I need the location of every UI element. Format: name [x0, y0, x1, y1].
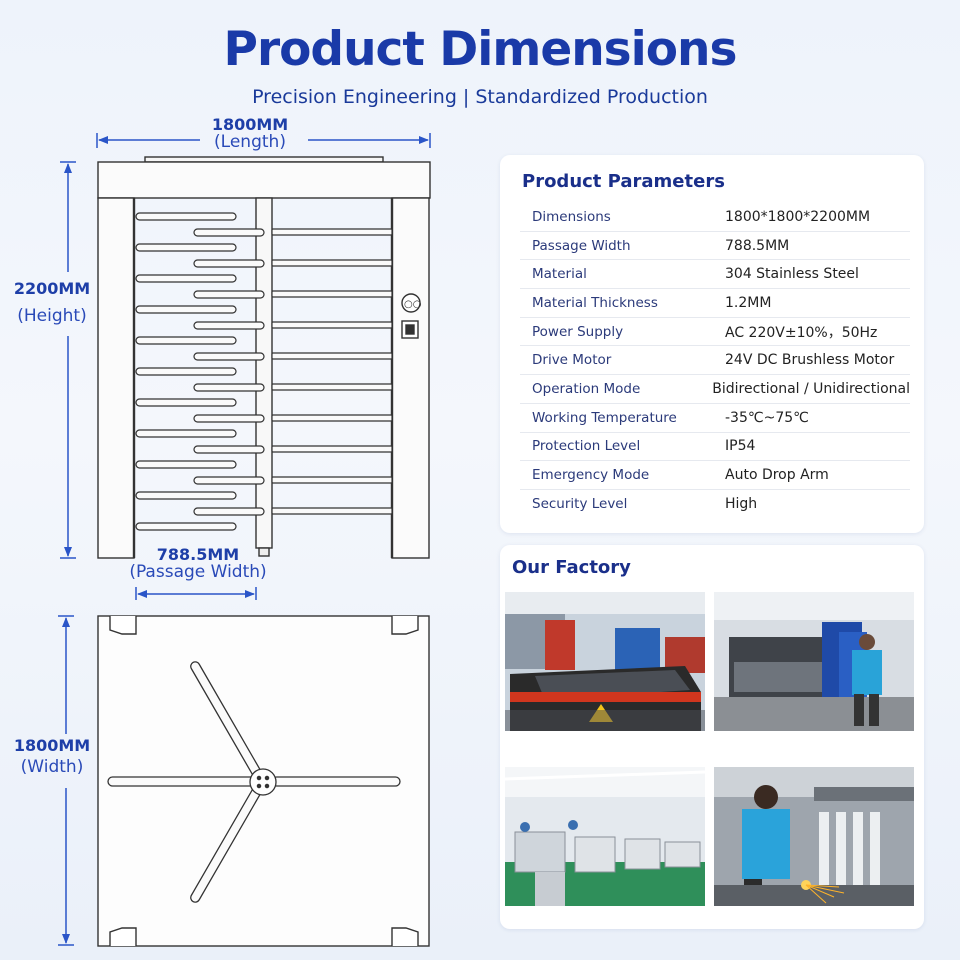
front-view: ○○ — [97, 156, 431, 559]
passage-dimension-label: 788.5MM (Passage Width) — [118, 545, 278, 582]
width-name: (Width) — [20, 756, 84, 777]
parameters-title: Product Parameters — [522, 171, 725, 192]
svg-text:○○: ○○ — [404, 299, 421, 310]
param-value: 1.2MM — [725, 294, 772, 311]
height-arrow — [60, 161, 76, 559]
height-name: (Height) — [17, 305, 87, 326]
param-value: -35℃~75℃ — [725, 409, 809, 426]
param-value: 24V DC Brushless Motor — [725, 352, 895, 369]
length-name: (Length) — [214, 131, 286, 152]
tripod-arms — [107, 661, 401, 903]
factory-photo-machine-operator — [714, 592, 914, 731]
table-row: Protection Level IP54 — [520, 433, 910, 462]
table-row: Dimensions 1800*1800*2200MM — [520, 203, 910, 232]
length-value: 1800MM — [211, 115, 289, 134]
passage-arrow — [135, 587, 257, 600]
param-label: Material Thickness — [532, 294, 658, 311]
turnstile-drawing: ○○ — [58, 133, 431, 947]
param-label: Drive Motor — [532, 352, 612, 369]
table-row: Drive Motor 24V DC Brushless Motor — [520, 346, 910, 376]
param-label: Protection Level — [532, 438, 641, 455]
table-row: Material 304 Stainless Steel — [520, 260, 910, 290]
table-row: Power Supply AC 220V±10%，50Hz — [520, 318, 910, 347]
param-value: AC 220V±10%，50Hz — [725, 324, 878, 341]
passage-name: (Passage Width) — [129, 561, 267, 582]
param-value: Bidirectional / Unidirectional — [712, 380, 910, 397]
height-value: 2200MM — [13, 279, 91, 298]
param-value: 1800*1800*2200MM — [725, 208, 871, 225]
factory-photo-laser-cutter — [505, 592, 705, 731]
param-value: IP54 — [725, 438, 756, 455]
length-dimension-label: 1800MM (Length) — [190, 115, 310, 152]
parameters-table: Dimensions 1800*1800*2200MM Passage Width… — [520, 203, 910, 519]
our-factory-card: Our Factory — [500, 545, 924, 929]
front-bars — [135, 212, 393, 531]
page-title: Product Dimensions — [223, 22, 738, 77]
factory-photo-welding — [714, 767, 914, 906]
param-value: 304 Stainless Steel — [725, 266, 859, 283]
param-label: Material — [532, 266, 587, 283]
param-value: 788.5MM — [725, 237, 790, 254]
param-label: Dimensions — [532, 208, 611, 225]
param-label: Operation Mode — [532, 380, 641, 397]
width-value: 1800MM — [13, 736, 91, 755]
table-row: Material Thickness 1.2MM — [520, 289, 910, 318]
page-subtitle: Precision Engineering | Standardized Pro… — [252, 86, 708, 108]
passage-value: 788.5MM — [156, 545, 240, 564]
table-row: Operation Mode Bidirectional / Unidirecti… — [520, 375, 910, 404]
width-arrow — [58, 615, 74, 946]
param-value: Auto Drop Arm — [725, 467, 829, 484]
product-parameters-card: Product Parameters Dimensions 1800*1800*2… — [500, 155, 924, 533]
param-label: Security Level — [532, 496, 628, 513]
height-dimension-label: 2200MM (Height) — [4, 279, 100, 326]
param-value: High — [725, 496, 758, 513]
param-label: Emergency Mode — [532, 467, 650, 484]
table-row: Security Level High — [520, 490, 910, 519]
table-row: Emergency Mode Auto Drop Arm — [520, 461, 910, 490]
param-label: Passage Width — [532, 237, 631, 254]
factory-photo-production-line — [505, 767, 705, 906]
table-row: Passage Width 788.5MM — [520, 232, 910, 261]
param-label: Power Supply — [532, 323, 624, 340]
table-row: Working Temperature -35℃~75℃ — [520, 404, 910, 433]
width-dimension-label: 1800MM (Width) — [4, 736, 100, 777]
factory-title: Our Factory — [512, 557, 631, 578]
length-arrow — [96, 133, 431, 148]
param-label: Working Temperature — [532, 409, 677, 426]
